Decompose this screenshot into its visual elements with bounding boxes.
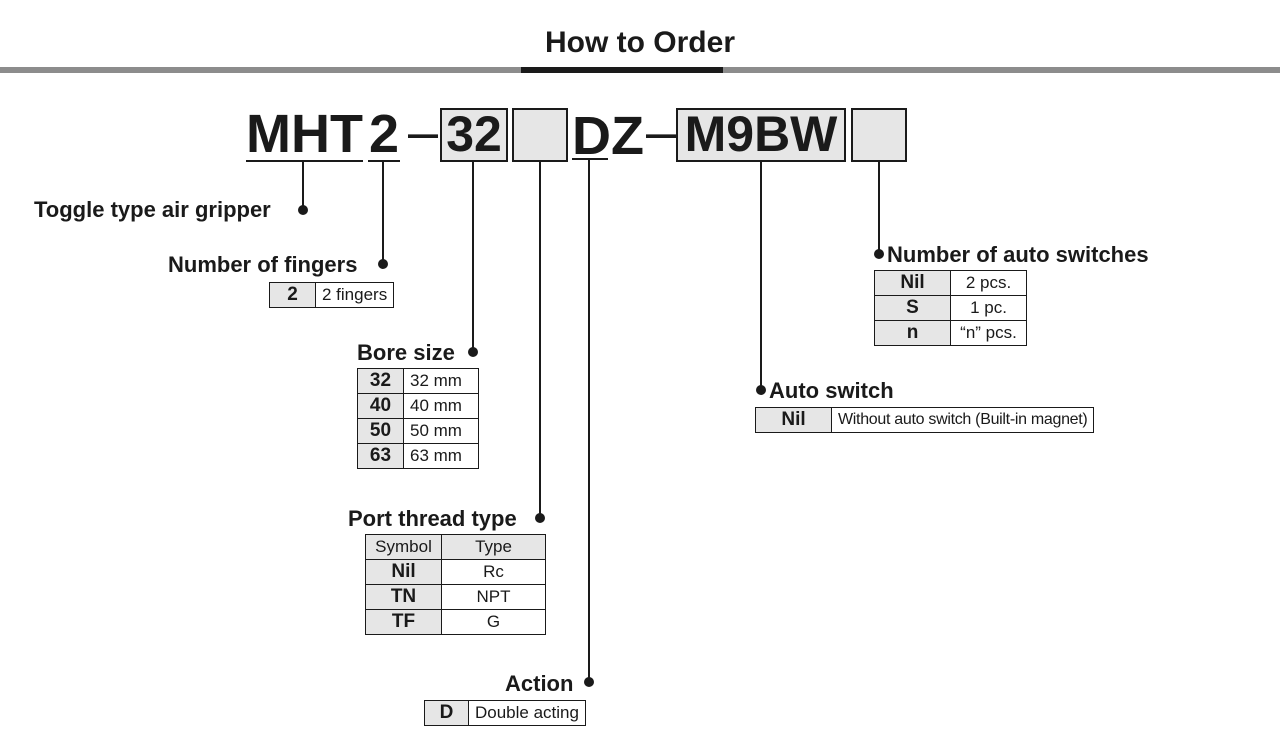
bore-table: 32 32 mm 40 40 mm 50 50 mm 63 63 mm (357, 368, 479, 469)
table-row: S 1 pc. (874, 295, 1027, 321)
port-key: TF (365, 609, 442, 635)
port-leader-dot (535, 513, 545, 523)
port-value: Rc (441, 559, 546, 585)
code-prefix: MHT (246, 104, 363, 164)
bore-leader-dot (468, 347, 478, 357)
count-value: 1 pc. (950, 295, 1027, 321)
action-leader-dot (584, 677, 594, 687)
switch-key: Nil (755, 407, 832, 433)
switch-label: Auto switch (769, 378, 894, 403)
code-dash-2: – (646, 102, 677, 162)
fingers-value: 2 fingers (314, 282, 395, 308)
bore-key: 32 (357, 368, 404, 394)
port-key: Nil (365, 559, 442, 585)
bore-value: 40 mm (403, 393, 479, 419)
code-fingers: 2 (368, 104, 400, 164)
fingers-table: 2 2 fingers (269, 282, 395, 308)
port-table: Symbol Type Nil Rc TN NPT TF G (365, 534, 546, 635)
type-leader-dot (298, 205, 308, 215)
type-leader-line (302, 160, 304, 210)
port-leader-line (539, 162, 541, 518)
bore-leader-line (472, 162, 474, 352)
switch-leader-line (760, 162, 762, 390)
count-label: Number of auto switches (887, 242, 1149, 267)
action-table: D Double acting (424, 700, 586, 726)
action-key: D (424, 700, 469, 726)
table-row: Nil Rc (365, 559, 546, 585)
table-row: Nil Without auto switch (Built-in magnet… (755, 407, 1095, 433)
table-row: TF G (365, 609, 546, 635)
bore-value: 50 mm (403, 418, 479, 444)
count-leader-line (878, 162, 880, 254)
port-label: Port thread type (348, 506, 517, 531)
code-count-box (851, 108, 907, 162)
table-row: 40 40 mm (357, 393, 479, 419)
table-row: n “n” pcs. (874, 320, 1027, 346)
table-header-row: Symbol Type (365, 534, 546, 560)
code-action-underline (572, 158, 608, 160)
count-leader-dot (874, 249, 884, 259)
table-row: 32 32 mm (357, 368, 479, 394)
code-action: DZ (572, 106, 644, 166)
code-switch-box: M9BW (676, 108, 846, 162)
fingers-leader-line (382, 160, 384, 264)
switch-leader-dot (756, 385, 766, 395)
switch-value: Without auto switch (Built-in magnet) (830, 407, 1095, 433)
fingers-leader-dot (378, 259, 388, 269)
code-dash-1: – (408, 102, 439, 162)
action-leader-line (588, 160, 590, 682)
count-value: “n” pcs. (950, 320, 1027, 346)
table-row: 63 63 mm (357, 443, 479, 469)
port-value: G (441, 609, 546, 635)
bore-label: Bore size (357, 340, 455, 365)
table-row: TN NPT (365, 584, 546, 610)
port-key: TN (365, 584, 442, 610)
port-value: NPT (441, 584, 546, 610)
fingers-label: Number of fingers (168, 252, 358, 277)
count-key: Nil (874, 270, 951, 296)
table-row: 2 2 fingers (269, 282, 395, 308)
count-value: 2 pcs. (950, 270, 1027, 296)
action-value: Double acting (468, 700, 586, 726)
table-row: D Double acting (424, 700, 586, 726)
page-title: How to Order (544, 26, 735, 59)
table-row: 50 50 mm (357, 418, 479, 444)
bore-value: 32 mm (403, 368, 479, 394)
port-header-type: Type (441, 534, 546, 560)
type-label: Toggle type air gripper (34, 197, 271, 222)
code-bore-box: 32 (440, 108, 508, 162)
bore-value: 63 mm (403, 443, 479, 469)
count-key: S (874, 295, 951, 321)
bore-key: 50 (357, 418, 404, 444)
bore-key: 63 (357, 443, 404, 469)
fingers-key: 2 (269, 282, 316, 308)
switch-table: Nil Without auto switch (Built-in magnet… (755, 407, 1095, 433)
count-table: Nil 2 pcs. S 1 pc. n “n” pcs. (874, 270, 1027, 346)
count-key: n (874, 320, 951, 346)
code-port-box (512, 108, 568, 162)
bore-key: 40 (357, 393, 404, 419)
table-row: Nil 2 pcs. (874, 270, 1027, 296)
action-label: Action (505, 671, 574, 696)
port-header-symbol: Symbol (365, 534, 442, 560)
title-rule-accent (521, 67, 723, 73)
